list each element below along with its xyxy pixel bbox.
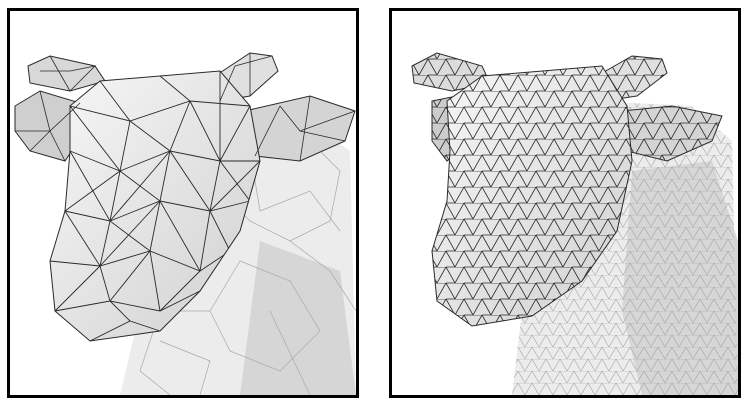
cow-body-shadow	[240, 241, 356, 395]
head-wireframe	[50, 71, 260, 341]
right-ear-wireframe	[622, 106, 722, 161]
body-wireframe	[512, 101, 738, 395]
right-cow-mesh-render	[411, 52, 738, 395]
left-cow-mesh-render	[14, 52, 356, 395]
left-horn-wireframe	[412, 53, 490, 91]
left-horn	[27, 55, 106, 92]
right-panel-remeshed	[389, 8, 741, 398]
left-panel-irregular-mesh	[7, 8, 359, 398]
horn-ear-wireframe	[15, 53, 356, 162]
